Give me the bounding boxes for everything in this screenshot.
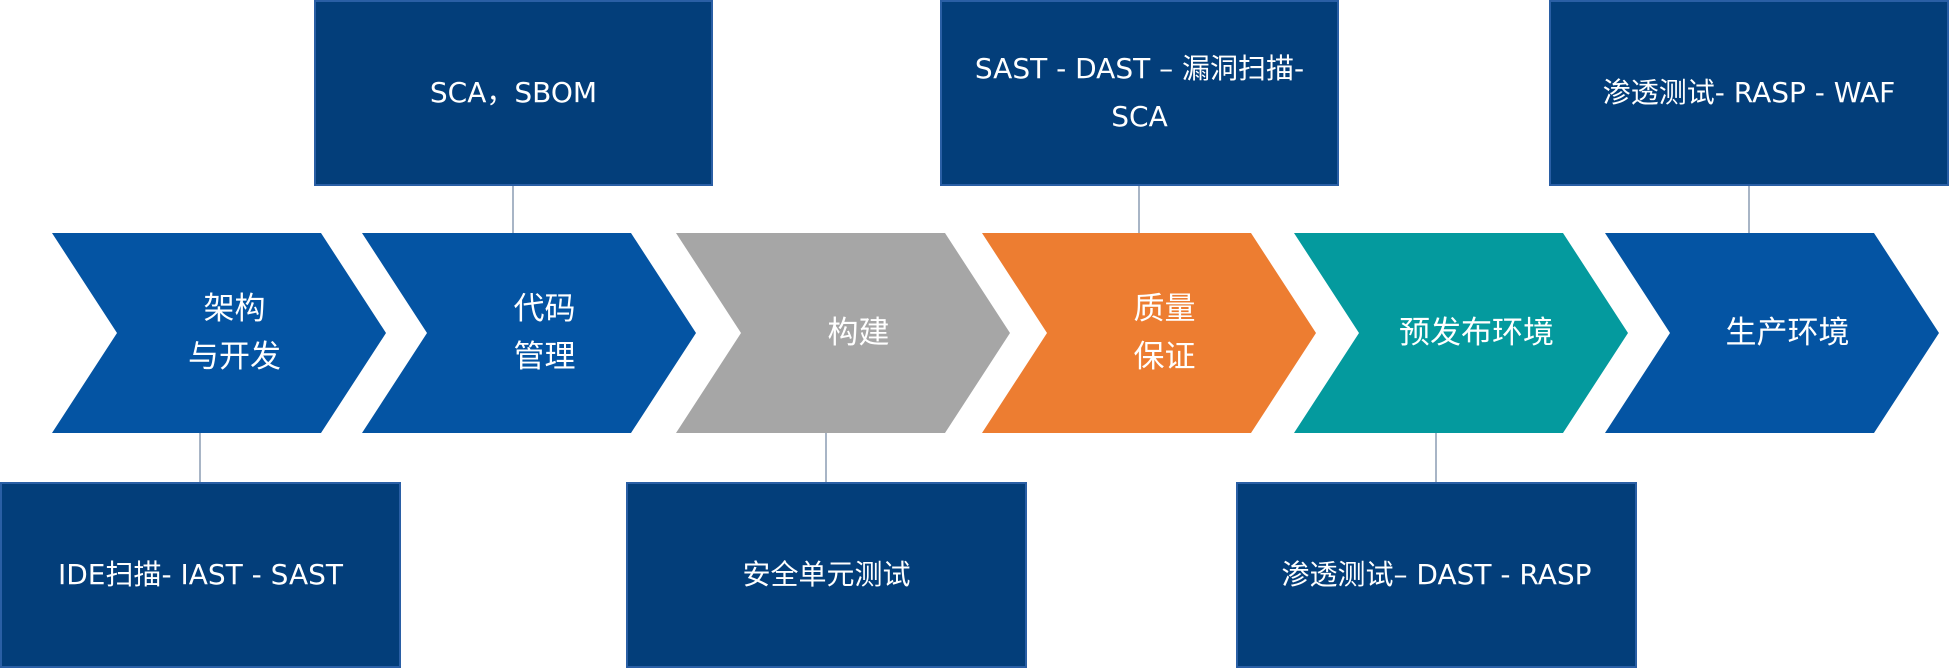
bottom-box-security-unit-test: 安全单元测试 — [626, 482, 1027, 668]
stage-label-staging: 预发布环境 — [1399, 315, 1554, 351]
top-box-sca-sbom: SCA，SBOM — [314, 0, 713, 186]
stage-label-code-management: 代码 管理 — [513, 291, 576, 375]
stage-label-architecture-dev: 架构 与开发 — [188, 291, 281, 375]
chevron-quality-assurance — [982, 233, 1316, 433]
stage-label-build: 构建 — [827, 315, 890, 351]
bottom-box-pentest-dast-rasp: 渗透测试– DAST - RASP — [1236, 482, 1637, 668]
top-box-pentest-rasp-waf: 渗透测试- RASP - WAF — [1549, 0, 1949, 186]
chevron-production — [1605, 233, 1939, 433]
chevron-architecture-dev — [52, 233, 386, 433]
top-box-sast-dast-scan: SAST - DAST – 漏洞扫描-SCA — [940, 0, 1339, 186]
bottom-box-ide-iast-sast: IDE扫描- IAST - SAST — [0, 482, 401, 668]
chevron-build — [676, 233, 1010, 433]
stage-label-production: 生产环境 — [1725, 315, 1850, 351]
chevron-staging — [1294, 233, 1628, 433]
stage-label-quality-assurance: 质量 保证 — [1133, 291, 1196, 375]
chevron-code-management — [362, 233, 696, 433]
